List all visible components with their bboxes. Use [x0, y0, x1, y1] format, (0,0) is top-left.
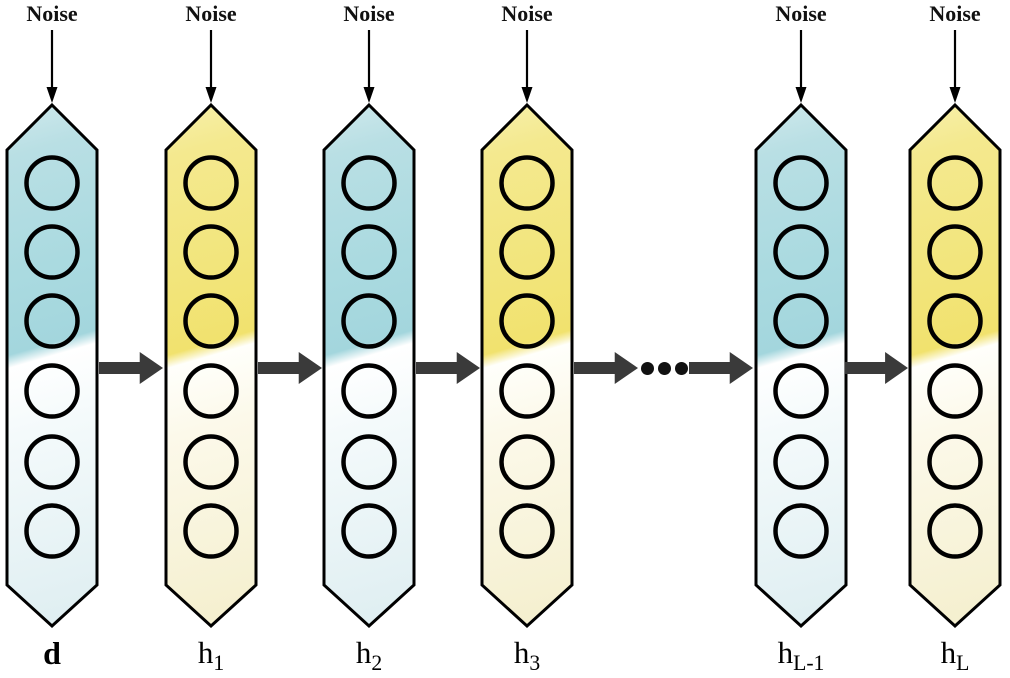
unit-circle [183, 224, 239, 280]
units-group [499, 155, 555, 559]
noise-arrow-icon [363, 30, 375, 103]
unit-circle [499, 363, 555, 419]
layer-capsule [322, 102, 416, 629]
noise-arrow-icon [205, 30, 217, 103]
unit-circle [341, 363, 397, 419]
unit-circle [24, 363, 80, 419]
unit-circle [341, 434, 397, 490]
label-base: h [777, 635, 794, 670]
unit-circle [773, 363, 829, 419]
flow-arrow-icon [689, 352, 753, 384]
layer-label: hL-1 [754, 635, 848, 674]
unit-circle [927, 224, 983, 280]
layer-label: h2 [322, 635, 416, 674]
label-sub: 2 [371, 651, 383, 676]
column-hL-1: Noise hL-1 [754, 0, 848, 678]
flow-arrow-icon [574, 352, 638, 384]
unit-circle [499, 293, 555, 349]
unit-circle [773, 434, 829, 490]
unit-circle [927, 503, 983, 559]
column-h1: Noise h1 [164, 0, 258, 678]
label-base: d [43, 635, 61, 671]
layer-label: d [5, 635, 99, 672]
flow-arrow-icon [416, 352, 480, 384]
flow-arrow-icon [845, 352, 908, 384]
flow-arrow-icon [99, 352, 163, 384]
unit-circle [499, 434, 555, 490]
unit-circle [24, 434, 80, 490]
dot [658, 362, 671, 375]
unit-circle [341, 224, 397, 280]
flow-arrow-icon [258, 352, 322, 384]
noise-arrow-icon [521, 30, 533, 103]
unit-circle [499, 503, 555, 559]
label-sub: 1 [213, 651, 225, 676]
label-base: h [197, 635, 214, 670]
units-group [773, 155, 829, 559]
unit-circle [499, 224, 555, 280]
column-d: Noise d [5, 0, 99, 678]
layer-capsule [5, 102, 99, 629]
unit-circle [341, 155, 397, 211]
label-sub: L-1 [793, 651, 825, 676]
unit-circle [927, 363, 983, 419]
label-sub: 3 [529, 651, 541, 676]
layer-label: h1 [164, 635, 258, 674]
unit-circle [927, 434, 983, 490]
unit-circle [183, 155, 239, 211]
unit-circle [183, 293, 239, 349]
unit-circle [927, 293, 983, 349]
noise-arrow-icon [949, 30, 961, 103]
unit-circle [773, 503, 829, 559]
layer-label: hL [908, 635, 1002, 674]
noise-label: Noise [26, 1, 78, 26]
column-h2: Noise h2 [322, 0, 416, 678]
unit-circle [341, 293, 397, 349]
units-group [24, 155, 80, 559]
noise-label: Noise [775, 1, 827, 26]
units-group [341, 155, 397, 559]
units-group [183, 155, 239, 559]
layer-capsule [754, 102, 848, 629]
label-sub: L [956, 651, 970, 676]
label-base: h [940, 635, 957, 670]
column-h3: Noise h3 [480, 0, 574, 678]
unit-circle [183, 503, 239, 559]
layer-label: h3 [480, 635, 574, 674]
noise-arrow-icon [46, 30, 58, 103]
unit-circle [24, 503, 80, 559]
column-hL: Noise hL [908, 0, 1002, 678]
noise-label: Noise [343, 1, 395, 26]
layer-capsule [480, 102, 574, 629]
unit-circle [773, 224, 829, 280]
dot [641, 362, 654, 375]
dot [675, 362, 688, 375]
unit-circle [183, 363, 239, 419]
unit-circle [773, 293, 829, 349]
unit-circle [24, 293, 80, 349]
unit-circle [927, 155, 983, 211]
unit-circle [183, 434, 239, 490]
unit-circle [773, 155, 829, 211]
unit-circle [341, 503, 397, 559]
label-base: h [513, 635, 530, 670]
noise-label: Noise [185, 1, 237, 26]
units-group [927, 155, 983, 559]
unit-circle [24, 155, 80, 211]
ellipsis-dots [641, 362, 688, 375]
unit-circle [24, 224, 80, 280]
label-base: h [355, 635, 372, 670]
unit-circle [499, 155, 555, 211]
noise-label: Noise [501, 1, 553, 26]
layer-capsule [908, 102, 1002, 629]
noise-label: Noise [929, 1, 981, 26]
noise-arrow-icon [795, 30, 807, 103]
layer-capsule [164, 102, 258, 629]
